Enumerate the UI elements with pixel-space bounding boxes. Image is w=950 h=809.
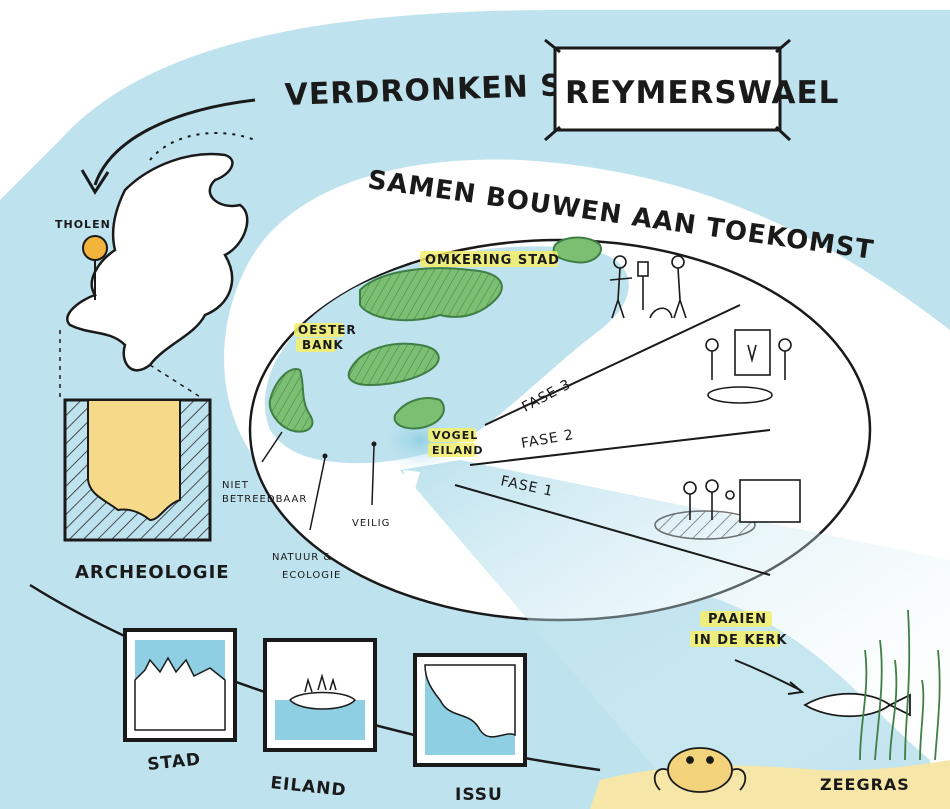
label-issu: ISSU xyxy=(455,785,503,805)
lagoon xyxy=(264,246,629,464)
frame-eiland xyxy=(263,638,377,752)
label-oester-2: BANK xyxy=(302,338,344,352)
people-sketch-bottom xyxy=(654,479,801,540)
label-zeegras: ZEEGRAS xyxy=(820,775,910,794)
crab-sketch xyxy=(653,747,747,793)
label-natuur-2: ECOLOGIE xyxy=(282,570,341,581)
label-niet-2: BETREEDBAAR xyxy=(222,494,307,505)
island-omkering xyxy=(359,267,503,322)
island-oesterbank xyxy=(347,342,440,387)
location-pin xyxy=(82,235,108,300)
label-vogel-2: EILAND xyxy=(432,444,483,457)
label-niet-1: NIET xyxy=(222,480,249,491)
archeology-map xyxy=(63,398,212,542)
frame-stad xyxy=(123,628,237,742)
label-oester-1: OESTER xyxy=(298,323,357,337)
label-vogel-1: VOGEL xyxy=(432,429,478,442)
light-beam xyxy=(400,460,950,809)
label-omkering: OMKERING STAD xyxy=(425,253,560,268)
island-west xyxy=(268,368,314,433)
frame-issu xyxy=(413,653,527,767)
title-banner xyxy=(544,38,792,142)
pin-label: THOLEN xyxy=(55,218,111,231)
archeology-label: ARCHEOLOGIE xyxy=(75,562,230,583)
seagrass-sketch xyxy=(859,609,941,761)
fish-sketch xyxy=(803,692,911,718)
title-name: REYMERSWAEL xyxy=(565,75,839,111)
people-sketch-middle xyxy=(705,329,792,404)
label-paaien-2: IN DE KERK xyxy=(694,633,787,648)
label-paaien-1: PAAIEN xyxy=(708,612,767,627)
arrow-to-map xyxy=(93,98,256,186)
island-small-top xyxy=(552,236,602,264)
island-vogeleiland xyxy=(393,397,445,430)
label-veilig: VEILIG xyxy=(352,518,390,529)
label-natuur-1: NATUUR & xyxy=(272,552,332,563)
people-sketch-top xyxy=(609,255,687,319)
